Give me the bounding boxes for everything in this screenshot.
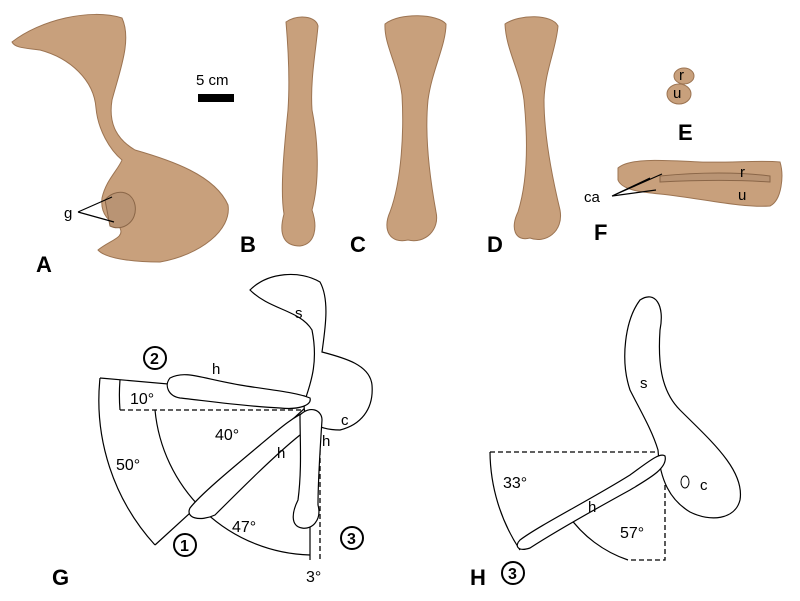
label-g-text: g — [64, 205, 72, 222]
label-r-f: r — [740, 164, 745, 181]
glenoid-mark — [680, 475, 690, 489]
position-marker-3-g: 3 — [340, 526, 364, 550]
humerus-position-3 — [292, 408, 323, 529]
panel-label-e: E — [678, 120, 693, 145]
outer-arc-g — [98, 377, 156, 546]
position-2-text: 2 — [150, 351, 159, 368]
humerus-position-2 — [166, 374, 311, 410]
label-ca: ca — [584, 189, 601, 206]
diagram-h — [489, 296, 742, 561]
panel-label-a: A — [36, 252, 52, 277]
label-h-h: h — [588, 499, 596, 516]
photo-a-scapula — [11, 13, 229, 263]
label-s-g: s — [295, 305, 303, 322]
humerus-position-1 — [188, 409, 314, 520]
angle-10: 10° — [130, 391, 154, 408]
photo-d-humerus — [504, 16, 561, 240]
panel-label-d: D — [487, 232, 503, 257]
label-h-right-g: h — [322, 433, 330, 450]
label-h-top-g: h — [212, 361, 220, 378]
panel-label-c: C — [350, 232, 366, 257]
position-marker-3-h: 3 — [501, 561, 525, 585]
scapula-outline-h — [624, 296, 742, 519]
position-marker-1: 1 — [173, 533, 197, 557]
label-h-mid-g: h — [277, 445, 285, 462]
label-r-e: r — [679, 67, 684, 84]
position-marker-2: 2 — [143, 346, 167, 370]
angle-3: 3° — [306, 569, 321, 586]
position-3-h-text: 3 — [508, 566, 517, 583]
humerus-h — [516, 454, 666, 550]
panel-label-b: B — [240, 232, 256, 257]
position-1-text: 1 — [180, 538, 189, 555]
label-u-f: u — [738, 187, 746, 204]
position-3-g-text: 3 — [347, 531, 356, 548]
angle-50: 50° — [116, 457, 140, 474]
label-c-h: c — [700, 477, 708, 494]
panel-label-h: H — [470, 565, 486, 590]
panel-label-g: G — [52, 565, 69, 590]
photo-b-humerus — [281, 16, 319, 247]
label-c-g: c — [341, 412, 349, 429]
scapula-outline-g — [249, 273, 373, 431]
photo-c-humerus — [384, 15, 447, 242]
angle-33: 33° — [503, 475, 527, 492]
label-ca-pointer — [611, 173, 663, 197]
photo-f-radius-ulna — [617, 159, 783, 207]
angle-47: 47° — [232, 519, 256, 536]
photo-e-radius-ulna-section — [666, 67, 695, 105]
angle-40: 40° — [215, 427, 239, 444]
diagram-g — [98, 273, 373, 560]
scale-bar-label: 5 cm — [196, 72, 229, 89]
angle-57: 57° — [620, 525, 644, 542]
label-g: g — [64, 196, 115, 223]
label-s-h: s — [640, 375, 648, 392]
scale-bar — [198, 94, 234, 102]
label-u-e: u — [673, 85, 681, 102]
panel-label-f: F — [594, 220, 607, 245]
